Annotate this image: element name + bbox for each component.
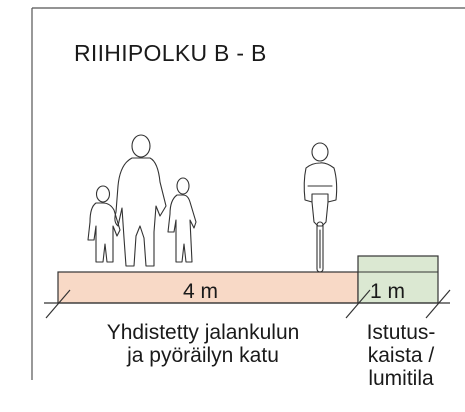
dimension-tick-left — [45, 289, 71, 319]
side-lane-label-line3: lumitila — [368, 367, 434, 390]
side-lane-label-line1: Istutus- — [366, 321, 436, 344]
side-lane-label: Istutus- kaista / lumitila — [360, 321, 442, 390]
main-lane-label: Yhdistetty jalankulun ja pyöräilyn katu — [58, 321, 348, 367]
side-lane-band — [357, 255, 439, 304]
dimension-tick-middle — [345, 289, 371, 319]
dimension-tick-right — [425, 289, 451, 319]
main-lane-width-label: 4 m — [183, 280, 219, 303]
pedestrians-illustration — [87, 134, 197, 267]
side-lane-width-label: 1 m — [370, 280, 406, 303]
side-lane-label-line2: kaista / — [367, 344, 435, 367]
main-lane-band — [57, 271, 359, 304]
cyclist-illustration — [303, 142, 338, 273]
section-title: RIIHIPOLKU B - B — [74, 40, 267, 66]
main-lane-label-line2: ja pyöräilyn katu — [127, 344, 279, 367]
main-lane-label-line1: Yhdistetty jalankulun — [106, 321, 300, 344]
